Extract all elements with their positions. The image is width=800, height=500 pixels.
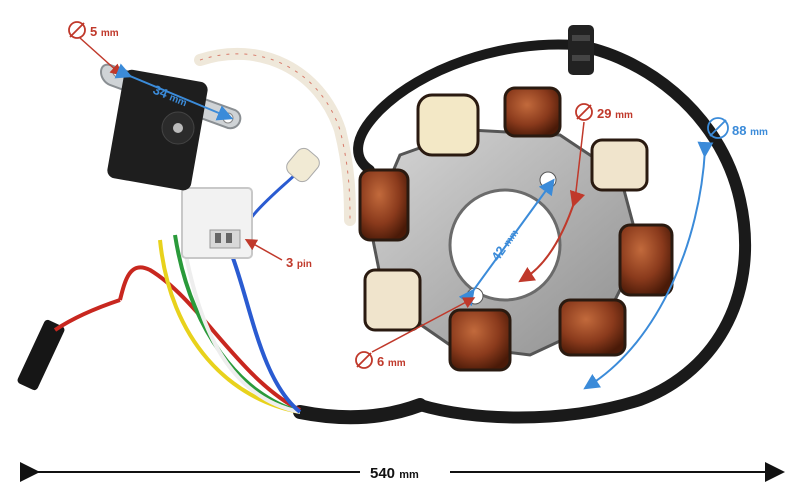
svg-text:29 mm: 29 mm [597, 106, 633, 121]
harness-cable-loop [414, 39, 752, 424]
coil [618, 223, 674, 297]
coil [448, 308, 512, 372]
dim-length-540mm: 540 mm [20, 462, 785, 482]
svg-text:3 pin: 3 pin [286, 255, 312, 270]
dim-hole-6mm: 6 mm [355, 297, 476, 369]
dim-3-pin: 3 pin [244, 239, 312, 270]
coil [358, 168, 410, 242]
coil [503, 86, 562, 138]
cable-grommet [568, 25, 594, 75]
svg-text:540 mm: 540 mm [370, 465, 419, 482]
three-pin-connector [181, 187, 253, 259]
svg-text:88 mm: 88 mm [732, 123, 768, 138]
wire-white [183, 249, 301, 414]
wire-blue [228, 249, 302, 414]
wire-red [118, 265, 301, 412]
coil [590, 138, 649, 192]
stator [358, 86, 674, 372]
black-plug [17, 319, 65, 391]
svg-text:5 mm: 5 mm [90, 24, 119, 39]
harness-cable-top [353, 39, 580, 175]
harness-bundle [293, 398, 427, 425]
pickup-sensor [100, 63, 242, 191]
coil [363, 268, 422, 332]
bullet-connector [286, 147, 320, 183]
dim-outer-88mm: 88 mm [583, 117, 768, 390]
svg-text:6 mm: 6 mm [377, 354, 406, 369]
coil [558, 298, 627, 357]
coil [416, 93, 480, 157]
dim-hole-5mm: 5 mm [68, 21, 123, 77]
